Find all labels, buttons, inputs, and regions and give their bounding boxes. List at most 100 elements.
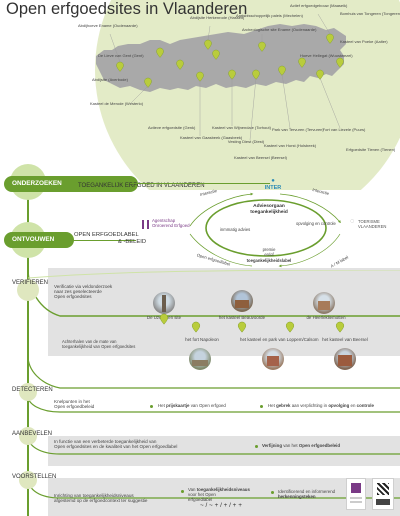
map-label: Archeologische site Ename (Oudenaarde) [242, 27, 317, 32]
aanbevelen-box: Verfijning van het Open erfgoedbeleid [262, 443, 341, 448]
voorstellen-band [48, 478, 400, 516]
cycle-bottom2: en/of [264, 252, 274, 257]
map-label: Kasteel de Merode (Westerlo) [90, 101, 144, 106]
aanbevelen-band [48, 436, 400, 466]
pin-icon [116, 33, 344, 88]
detecteren-line2: Open erfgoedbeleid [54, 404, 95, 409]
voorstellen-dot [181, 490, 184, 493]
map-label: Actieve erfgoedsite (Genk) [148, 125, 196, 130]
agentschap-line2: Onroerend Erfgoed [152, 223, 190, 228]
pin-icon [159, 313, 345, 333]
cycle-left: inmmatig advies [220, 227, 251, 232]
stage-voorstellen: VOORSTELLEN [12, 474, 57, 480]
detecteren-dot [260, 405, 263, 408]
agentschap-icon [142, 220, 149, 229]
verifieren-line3: Open erfgoedsites [54, 294, 92, 299]
detecteren-box1: Het prijskaartje van Open erfgoed [158, 403, 226, 408]
map-label: Kasteel van Horst (Holsbeek) [264, 143, 317, 148]
toerisme-line2: VLAANDEREN [358, 224, 387, 229]
label-thumbnail-1 [346, 478, 366, 510]
ontvouwen-underline [66, 240, 136, 241]
map-label: Hoeve Hellegat (Wuustwezel) [300, 53, 353, 58]
stage-ontvouwen: ONTVOUWEN [4, 232, 74, 248]
ontvouwen-text: OPEN ERFGOEDLABEL [74, 232, 139, 238]
verifieren-band [48, 268, 400, 356]
page-title: Open erfgoedsites in Vlaanderen [6, 0, 248, 18]
map-label: Kasteel van Gaasbeek (Gaasbeek) [180, 135, 243, 140]
detecteren-line1: Knelpunten in het [54, 399, 90, 404]
stage-label: ONDERZOEKEN [12, 180, 62, 187]
cycle-right: opvolging en controle [296, 221, 336, 226]
photo-loppem [262, 348, 284, 370]
inter-label: INTER [264, 185, 282, 191]
map-label: Abdijsite Herkenrode (Hasselt) [190, 15, 245, 20]
detecteren-box2: Het gebrek aan verplichting in opvolging… [268, 403, 374, 408]
stage-detecteren: DETECTEREN [12, 387, 53, 393]
map-label: Aartsbisschoppelijk paleis (Mechelen) [236, 13, 303, 18]
verifieren-line2: naar zes geselecteerde [54, 289, 102, 294]
map-label: Park van Tervuren (Tervuren) [272, 127, 324, 132]
ontvouwen-text2: & -BELEID [118, 239, 147, 245]
photo-heerlekliemotten [313, 292, 335, 314]
divider-curve [27, 270, 400, 279]
map-label: Erfgoedsite Tienen (Tienen) [346, 147, 396, 152]
inter-logo: ● INTER [255, 178, 291, 193]
stage-aanbevelen: AANBEVELEN [12, 431, 53, 437]
map-background [95, 0, 400, 190]
aanbevelen-dot [255, 445, 258, 448]
map-label: Kasteel van Wijnendale (Torhout) [212, 125, 271, 130]
verifieren-line1: Verificatie via veldonderzoek [54, 284, 113, 289]
photo-beersel [334, 348, 356, 370]
map-label: Abdijsite (Averbode) [92, 77, 128, 82]
photo-fort-napoleon [189, 348, 211, 370]
photo-label-bottom: het kasteel en park van Loppem/Calsom [240, 337, 319, 342]
advies-line1: Adviesorgaan [253, 204, 285, 209]
map-label: Kasteel van Poeke (Aalter) [340, 39, 388, 44]
map-label: Bomhuis van Tongeren (Tongeren) [340, 11, 400, 16]
photo-label-top: de Heerlekliemotten [306, 315, 346, 320]
photo-beauvoorde [231, 290, 253, 312]
toerisme-logo: ◌ TOERISME VLAANDEREN [350, 218, 396, 234]
detecteren-dot [150, 405, 153, 408]
voorstellen-box1-line3: erfgoedlabel [188, 497, 213, 502]
onderzoeken-text: TOEGANKELIJK ERFGOED IN VLAANDEREN [78, 183, 205, 189]
photo-label-bottom: het kasteel van Beersel [322, 337, 368, 342]
map-pins [109, 13, 344, 141]
voorstellen-scale: ~ / ~ + / + / + + [200, 502, 242, 509]
cycle-diagram [189, 192, 341, 268]
map-label: Vesting Diest (Diest) [227, 139, 265, 144]
toerisme-icon: ◌ [350, 218, 355, 225]
photo-label-top: het kasteel Beauvoorde [218, 315, 266, 320]
agentschap-logo: Agentschap Onroerend Erfgoed [142, 218, 202, 233]
flanders-map [96, 24, 346, 92]
inter-icon: ● [271, 178, 275, 184]
cycle-bottom1: premie [262, 247, 276, 252]
photo-label-bottom: het fort Napoleon [185, 337, 219, 342]
flow-skeleton [27, 176, 400, 516]
cycle-bottom3: toegankelijkheidslabel [246, 258, 292, 263]
map-label: Fort van Liezele (Puurs) [322, 127, 366, 132]
stage-verifieren: VERIFIEREN [12, 280, 49, 286]
stage-label: ONTVOUWEN [12, 236, 55, 243]
label-thumbnail-2 [372, 478, 394, 510]
voorstellen-box1: Van toegankelijkheidsniveaus [188, 487, 250, 492]
stage-onderzoeken: ONDERZOEKEN [4, 176, 138, 192]
aanbevelen-line2: Open erfgoedsites en de kwaliteit van he… [54, 444, 178, 449]
verifieren2-line1: Achterhalen van de mate van [62, 339, 117, 344]
voorstellen-dot [271, 491, 274, 494]
advies-line2: toegankelijkheid [250, 210, 288, 215]
toerisme-line1: TOERISME [358, 219, 380, 224]
voorstellen-line2: afgestemd op de erfgoedcontext ter sugge… [54, 498, 148, 503]
agentschap-line1: Agentschap [152, 218, 176, 223]
voorstellen-box2-line1: Identificerend en informerend [278, 489, 336, 494]
voorstellen-line1: Inrichting van toegankelijkheidsniveaus [54, 493, 134, 498]
map-label: Kasteel van Beersel (Beersel) [234, 155, 287, 160]
map-label: Abdijhoeve Ename (Oudenaarde) [78, 23, 138, 28]
onderzoeken-underline [130, 183, 270, 184]
map-label: De Lieve van Gent (Gent) [98, 53, 144, 58]
voorstellen-box2-bold: herkenningsteken [278, 494, 316, 499]
aanbevelen-line1: In functie van een verbeterde toegankeli… [54, 439, 157, 444]
verifieren2-line2: toegankelijkheid van Open erfgoedsites [62, 344, 136, 349]
voorstellen-box1-line2: voor het Open [188, 492, 216, 497]
